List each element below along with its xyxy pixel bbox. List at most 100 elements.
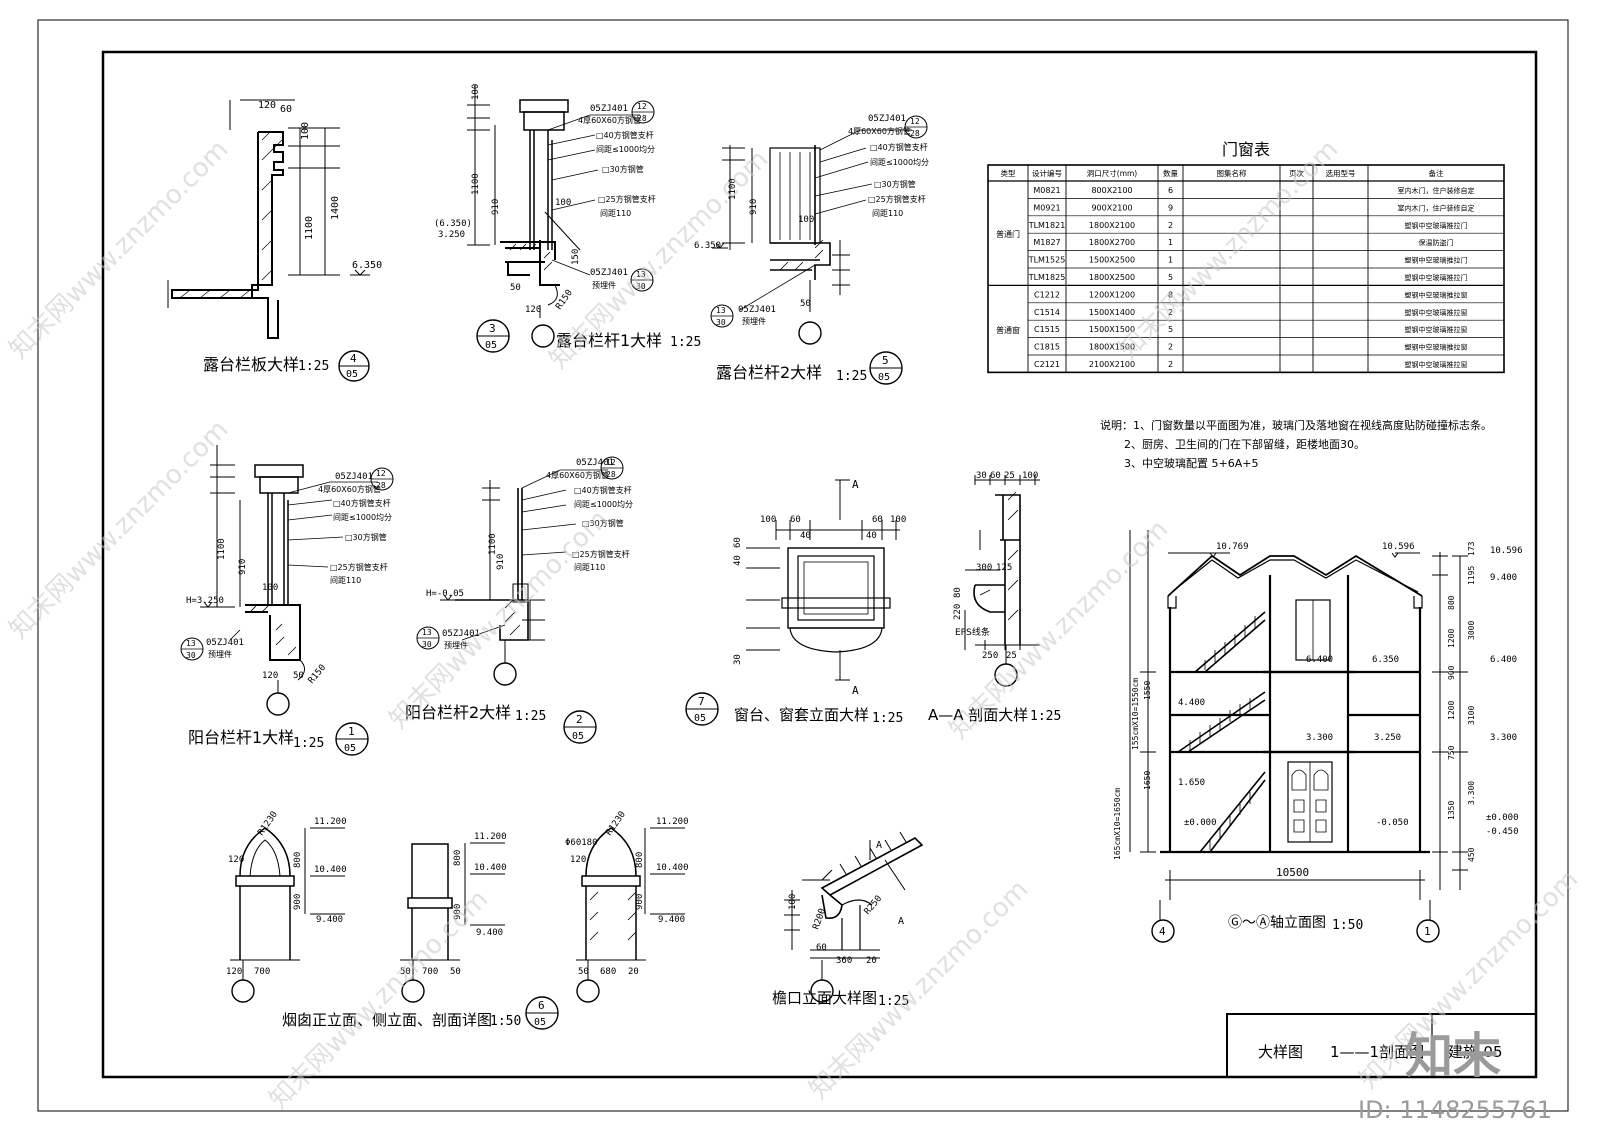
note-a5-d5: □25方钢管支杆 <box>868 194 926 204</box>
note-a3-d1: 间距≤1000均分 <box>333 512 392 522</box>
dim-25-aa-b: 25 <box>1006 651 1017 661</box>
elev-11200-a: 11.200 <box>314 817 347 827</box>
table-cell-note: 塑钢中空玻璃推拉窗 <box>1405 343 1468 352</box>
elev-h3250: H=3.250 <box>186 596 224 606</box>
r1230-b: R1230 <box>604 810 628 838</box>
note-a2-d2: □40方钢管支杆 <box>574 485 632 495</box>
table-cell-note: 塑钢中空玻璃推拉窗 <box>1405 360 1468 369</box>
elev-11200-c: 11.200 <box>656 817 689 827</box>
title-elevation: Ⓖ～Ⓐ轴立面图 <box>1228 915 1326 931</box>
note-a5-d3: □25方钢管支杆 <box>598 194 656 204</box>
ref-30-d3: 30 <box>636 282 646 291</box>
mark-3-sheet: 05 <box>485 340 497 351</box>
note-a3-d3: 间距≤1000均分 <box>596 144 655 154</box>
eave-sec-a-top: A <box>876 840 882 851</box>
dim-910-d1: 910 <box>238 559 248 575</box>
table-cell-size: 1800X2100 <box>1089 221 1135 230</box>
scale-d5: 1:25 <box>836 369 867 384</box>
dim-1100-d2: 1100 <box>488 533 498 555</box>
r200-eave: R200 <box>811 907 828 931</box>
mark-1-sheet: 05 <box>344 743 356 754</box>
dim-60-d7v: 60 <box>733 537 743 548</box>
table-cell-size: 800X2100 <box>1091 186 1132 195</box>
table-cell-note: 塑钢中空玻璃推拉窗 <box>1405 308 1468 317</box>
detail-eave: A A R200 R250 100 60 360 20 檐口立面大样图 1:25 <box>772 831 924 1009</box>
note-2: 2、厨房、卫生间的门在下部留缝，距楼地面30。 <box>1124 437 1365 451</box>
phi-label: Φ60180 <box>565 838 598 848</box>
note-a1-d3: 4厚60X60方钢管 <box>578 115 641 125</box>
ref-28-d1: 28 <box>376 481 386 490</box>
dim-1100-d3: 1100 <box>471 173 481 195</box>
dim-1350-e: 1350 <box>1447 801 1456 820</box>
watermark-5: 知末网www.znzmo.com <box>384 504 615 735</box>
mark-1: 1 <box>348 725 355 738</box>
table-cell-size: 1500X1500 <box>1089 325 1135 334</box>
mark-6-sheet: 05 <box>534 1017 546 1028</box>
dim-1100: 1100 <box>304 216 315 240</box>
title-section-aa: A—A 剖面大样 <box>928 706 1028 724</box>
table-cell-note: 塑钢中空玻璃推拉门 <box>1405 273 1468 282</box>
note-a5-d1: □25方钢管支杆 <box>330 562 388 572</box>
table-cell-code: M0821 <box>1033 186 1060 195</box>
elev-10769: 10.769 <box>1216 542 1249 552</box>
dim-50-d3: 50 <box>510 283 521 293</box>
dim-60-d7l: 60 <box>790 515 801 525</box>
dim-1100-d5: 1100 <box>728 178 738 200</box>
detail-balcony-railing-2: 1100 910 H=-0.05 05ZJ401 4厚60X60方钢管 □40方… <box>405 456 633 744</box>
title-window-sill: 窗台、窗套立面大样 <box>734 706 869 724</box>
std-d2-b: 05ZJ401 <box>442 629 480 639</box>
elev-6400-b: 6.400 <box>1490 655 1517 665</box>
dim-1550-v: 1550 <box>1143 681 1152 700</box>
elev-6350: 6.350 <box>352 260 382 271</box>
table-cell-qty: 2 <box>1168 360 1173 369</box>
watermark-id: ID: 1148255761 <box>1358 1096 1552 1124</box>
dim-800-c: 800 <box>635 852 645 868</box>
embed-d2: 预埋件 <box>444 640 468 650</box>
dim-100-d3: 100 <box>555 198 571 208</box>
table-cell-size: 2100X2100 <box>1089 360 1135 369</box>
mark-7: 7 <box>698 695 705 708</box>
table-cell-code: C1514 <box>1034 308 1060 317</box>
mark-5: 5 <box>882 354 889 367</box>
table-cell-size: 1800X2700 <box>1089 238 1135 247</box>
mark-4: 4 <box>350 352 357 365</box>
detail-terrace-railing-1: 3 05 100 1100 910 (6.350) 3.250 100 150 … <box>434 84 701 353</box>
table-cell-code: C1515 <box>1034 325 1060 334</box>
dim-800-b: 800 <box>453 850 463 866</box>
stair-dim-2: 165cmX10=1650cm <box>1113 788 1122 860</box>
table-cell-note: 室内木门，住户装修自定 <box>1398 186 1475 195</box>
note-a2-d1: □40方钢管支杆 <box>333 498 391 508</box>
std-d3: 05ZJ401 <box>590 104 628 114</box>
dim-80-aa: 80 <box>953 587 963 598</box>
table-border <box>987 164 1505 374</box>
table-cell-code: C2121 <box>1034 360 1060 369</box>
dim-173: 173 <box>1467 541 1476 556</box>
elev-6350p: (6.350) <box>434 219 472 229</box>
table-cell-qty: 5 <box>1168 325 1173 334</box>
dim-100-d5: 100 <box>798 215 814 225</box>
dim-120-d3: 120 <box>525 305 541 315</box>
scale-delev: 1:50 <box>1332 918 1363 933</box>
dim-120-c3: 120 <box>570 855 586 865</box>
scale-d6: 1:50 <box>490 1014 521 1029</box>
elev-3300-b: 3.300 <box>1490 733 1517 743</box>
dim-100-eave: 100 <box>788 894 798 910</box>
detail-terrace-railing-2: 6.350 1100 910 100 50 05ZJ401 4厚60X60方钢管… <box>694 114 929 385</box>
elev-0-a: ±0.000 <box>1184 818 1217 828</box>
table-header: 备注 <box>1429 168 1445 178</box>
dim-900-e: 900 <box>1447 665 1456 680</box>
dim-910-d2: 910 <box>496 554 506 570</box>
table-cell-note: 塑钢中空玻璃推拉门 <box>1405 256 1468 265</box>
dim-100: 100 <box>300 122 311 140</box>
table-cell-note: 室内木门，住户装修自定 <box>1398 203 1475 212</box>
note-1: 说明：1、门窗数量以平面图为准，玻璃门及落地窗在视线高度贴防碰撞标志条。 <box>1100 418 1492 432</box>
dim-900-b: 900 <box>453 904 463 920</box>
axis-1: 1 <box>1424 925 1431 938</box>
table-cell-code: M1827 <box>1033 238 1060 247</box>
table-cell-code: TLM1821 <box>1028 221 1066 230</box>
dim-100-d7l: 100 <box>760 515 776 525</box>
detail-terrace-parapet: 120 60 100 1100 1400 6.350 露台栏板大样 1:25 4… <box>167 99 382 382</box>
dim-3300-v: 3.300 <box>1467 781 1476 805</box>
table-group-type: 普通窗 <box>996 325 1020 335</box>
